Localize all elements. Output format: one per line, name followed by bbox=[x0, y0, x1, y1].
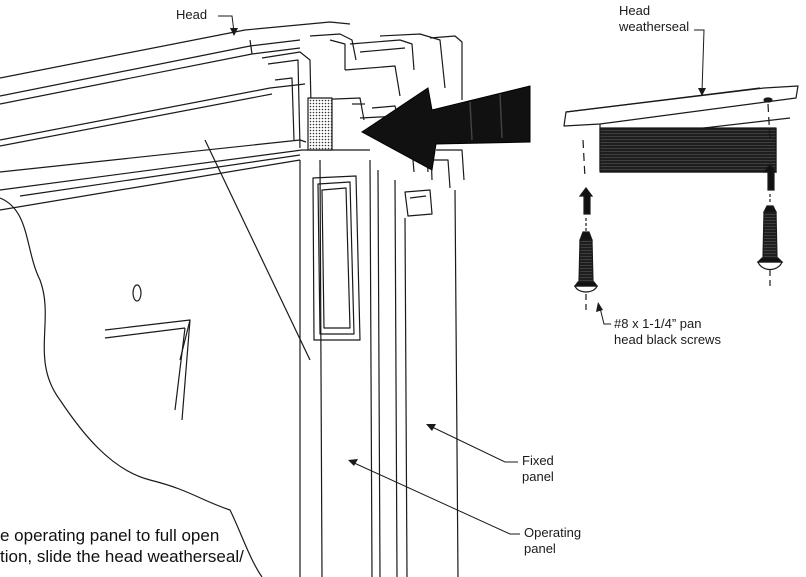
label-fixed-panel-line1: Fixed bbox=[522, 453, 554, 468]
insertion-arrow bbox=[361, 85, 531, 171]
leader-weatherseal bbox=[694, 29, 705, 93]
weatherseal-pile bbox=[599, 127, 777, 173]
leader-screws bbox=[599, 307, 611, 325]
label-screws-line2: head black screws bbox=[614, 332, 721, 347]
screw-right bbox=[756, 163, 784, 290]
label-head: Head bbox=[176, 7, 208, 22]
fixed-panel bbox=[404, 189, 459, 577]
operating-panel bbox=[299, 159, 398, 577]
leader-arrowheads bbox=[230, 28, 706, 466]
instruction-line-1: e operating panel to full open bbox=[0, 526, 220, 545]
screw-left bbox=[573, 187, 599, 310]
label-head-weatherseal-line2: weatherseal bbox=[619, 19, 690, 34]
label-operating-panel-line1: Operating bbox=[524, 525, 582, 540]
label-operating-panel-line2: panel bbox=[524, 541, 556, 556]
head-pile-seal bbox=[307, 97, 333, 151]
label-head-weatherseal-line1: Head bbox=[619, 3, 651, 18]
label-fixed-panel-line2: panel bbox=[522, 469, 554, 484]
handle-hole bbox=[132, 284, 142, 302]
leader-operating bbox=[351, 461, 520, 535]
wall-cutaway bbox=[0, 139, 311, 577]
weatherseal-detail bbox=[563, 85, 799, 179]
instruction-line-2: tion, slide the head weatherseal/ bbox=[0, 547, 244, 566]
leader-lines bbox=[218, 15, 705, 535]
label-screws-line1: #8 x 1-1/4” pan bbox=[614, 316, 702, 331]
leader-head bbox=[218, 15, 235, 33]
leader-fixed bbox=[429, 425, 518, 463]
